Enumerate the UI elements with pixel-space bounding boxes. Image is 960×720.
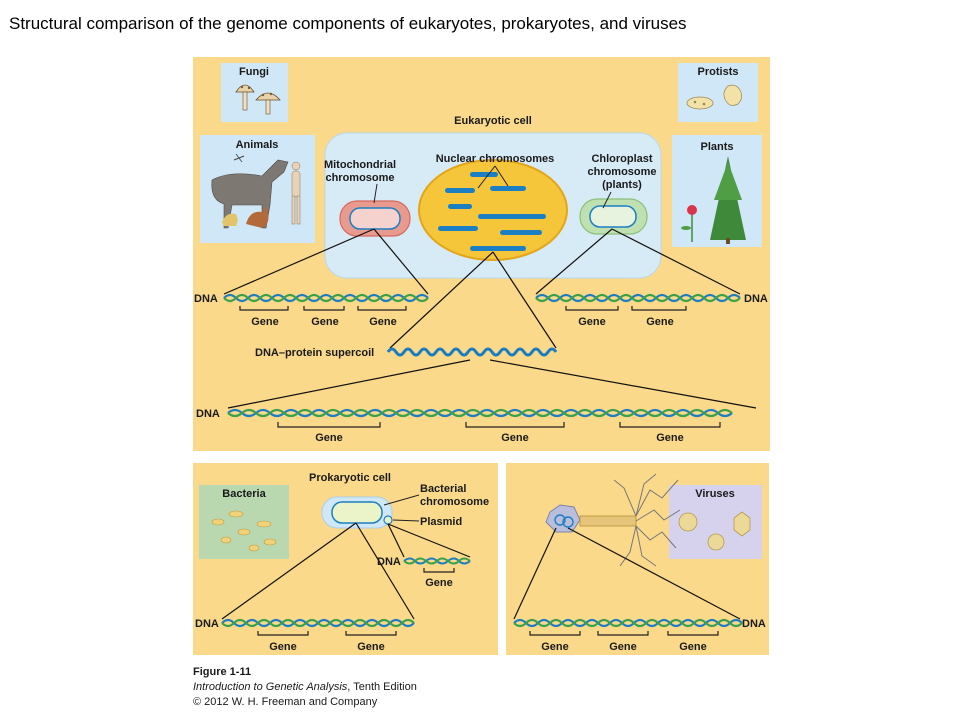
dna-label-5: DNA	[195, 618, 219, 630]
gene-label-13: Gene	[609, 641, 637, 653]
prok-projection-lines	[221, 522, 471, 620]
gene-label-5: Gene	[646, 316, 674, 328]
dna-label-3: DNA	[196, 408, 220, 420]
protists-box: Protists	[678, 63, 758, 122]
gene-label-8: Gene	[656, 432, 684, 444]
mito-label-2: chromosome	[325, 172, 394, 184]
supercoil	[386, 347, 558, 357]
gene-label-4: Gene	[578, 316, 606, 328]
bacterial-chromosome	[331, 501, 383, 524]
gene-label-2: Gene	[311, 316, 339, 328]
dna-plasmid	[403, 557, 471, 565]
figure-source: Introduction to Genetic Analysis, Tenth …	[193, 681, 417, 693]
dna-label-6: DNA	[742, 618, 766, 630]
gene-label-6: Gene	[315, 432, 343, 444]
gene-brackets-top	[239, 306, 687, 311]
plants-label: Plants	[700, 141, 733, 153]
animals-label: Animals	[236, 139, 279, 151]
fungi-label: Fungi	[239, 66, 269, 78]
dna-label-2: DNA	[744, 293, 768, 305]
prokaryotic-cell-label: Prokaryotic cell	[309, 472, 391, 484]
bact-chrom-label-1: Bacterial	[420, 483, 466, 495]
nuclear-label: Nuclear chromosomes	[436, 153, 555, 165]
chloro-label-2: chromosome	[587, 166, 656, 178]
virus-particles-icon	[678, 511, 751, 551]
bacteria-label: Bacteria	[222, 488, 266, 500]
bacteria-icon	[211, 510, 277, 552]
mito-chromosome	[349, 207, 401, 230]
gene-label-1: Gene	[251, 316, 279, 328]
dna-chloro-right	[535, 293, 741, 303]
chloroplast-chromosome	[589, 205, 637, 228]
horse-icon	[211, 159, 289, 229]
plasmid-label: Plasmid	[420, 516, 462, 528]
protist-icon	[686, 84, 742, 110]
virus-projection-lines	[513, 527, 741, 620]
plants-box: Plants	[672, 135, 762, 247]
slide-title: Structural comparison of the genome comp…	[9, 14, 687, 33]
tree-icon	[710, 156, 746, 244]
plasmid	[383, 515, 393, 525]
dna-label-4: DNA	[377, 556, 401, 568]
viruses-box: Viruses	[669, 485, 762, 559]
fungi-box: Fungi	[221, 63, 288, 122]
gene-label-14: Gene	[679, 641, 707, 653]
supercoil-label: DNA–protein supercoil	[255, 347, 374, 359]
gene-label-3: Gene	[369, 316, 397, 328]
gene-label-7: Gene	[501, 432, 529, 444]
mushroom-icon	[235, 84, 281, 115]
chromosome-set	[438, 172, 546, 251]
eukaryotic-cell: Eukaryotic cell Mitochondrial chromosome…	[324, 115, 662, 279]
protists-label: Protists	[698, 66, 739, 78]
chloro-label-1: Chloroplast	[591, 153, 652, 165]
bacteria-box: Bacteria	[199, 485, 289, 559]
figure-copyright: © 2012 W. H. Freeman and Company	[193, 696, 378, 708]
dna-nuclear	[227, 408, 733, 418]
gene-label-9: Gene	[425, 577, 453, 589]
flower-icon	[681, 205, 697, 242]
dna-viral	[513, 618, 743, 628]
gene-brackets-nuclear	[277, 422, 721, 428]
gene-label-12: Gene	[541, 641, 569, 653]
dna-bacterial	[221, 618, 415, 628]
gene-label-10: Gene	[269, 641, 297, 653]
gene-label-11: Gene	[357, 641, 385, 653]
dna-mito-left	[223, 293, 429, 303]
prokaryotic-cell	[321, 496, 393, 529]
figure-number: Figure 1-11	[193, 666, 251, 678]
mito-label-1: Mitochondrial	[324, 159, 396, 171]
cat-icon	[246, 206, 269, 228]
eukaryotic-cell-label: Eukaryotic cell	[454, 115, 532, 127]
projection-lines	[223, 228, 757, 409]
viruses-label: Viruses	[695, 488, 735, 500]
human-icon	[291, 161, 301, 225]
dog-icon	[222, 213, 238, 226]
dna-label-1: DNA	[194, 293, 218, 305]
chloro-label-3: (plants)	[602, 179, 642, 191]
bacteriophage-icon	[545, 473, 681, 567]
insect-icon	[233, 153, 245, 163]
animals-box: Animals	[200, 135, 315, 243]
bact-chrom-label-2: chromosome	[420, 496, 489, 508]
